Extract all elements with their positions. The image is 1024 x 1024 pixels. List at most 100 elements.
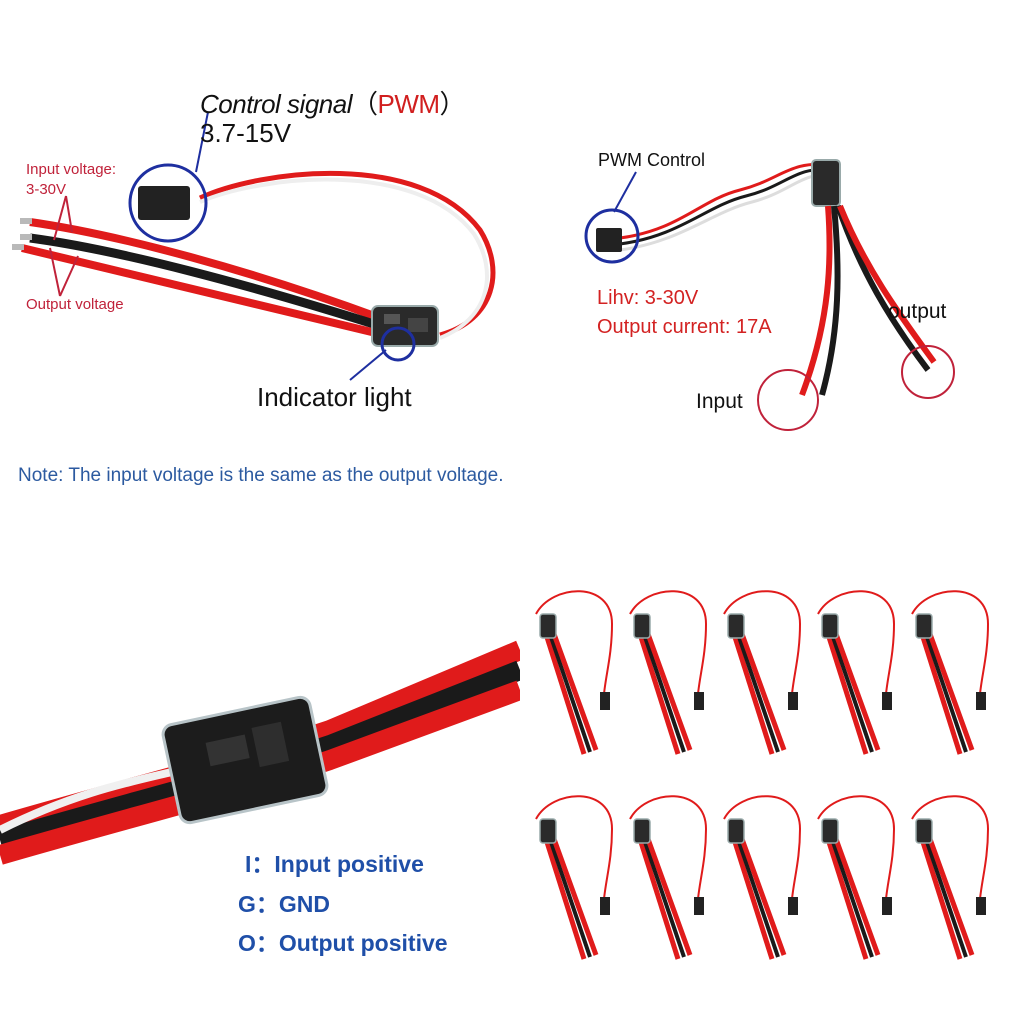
- control-pointer-line: [195, 111, 209, 173]
- unit-connector: [788, 692, 798, 710]
- output-voltage-label: Output voltage: [26, 296, 124, 313]
- unit-black-wire: [736, 838, 780, 958]
- unit-black-wire: [736, 633, 780, 753]
- output-pointer-line: [49, 247, 61, 297]
- closeup-white-wire: [0, 766, 181, 834]
- unit-red-wire: [919, 838, 963, 960]
- input-positive-wire: [29, 218, 382, 322]
- unit-module-board: [539, 613, 557, 639]
- unit-signal-wire: [535, 590, 614, 695]
- lihv-label: Lihv: 3-30V: [597, 287, 699, 309]
- spec-diagram-panel: PWM Control Lihv: 3-30V Output current: …: [540, 0, 1024, 450]
- unit-red-wire: [637, 633, 681, 755]
- control-signal-text: Control signal: [200, 89, 352, 119]
- indicator-light-highlight-circle: [380, 326, 416, 362]
- module-unit: [817, 590, 896, 755]
- product-diagram-panel: Control signal（PWM） 3.7-15V Input voltag…: [0, 0, 540, 450]
- unit-red-wire: [645, 633, 693, 751]
- gnd-wire: [819, 205, 841, 396]
- module-unit: [629, 590, 708, 755]
- input-voltage-text: Input voltage:: [26, 161, 117, 178]
- unit-red-wire: [825, 633, 869, 755]
- input-voltage-range: 3-30V: [26, 181, 67, 198]
- unit-red-wire: [833, 838, 881, 956]
- unit-signal-wire: [817, 795, 896, 900]
- close-paren: ）: [439, 89, 466, 119]
- unit-red-wire: [543, 838, 587, 960]
- closeup-chip: [251, 721, 290, 768]
- module-unit: [629, 795, 708, 960]
- unit-signal-wire: [629, 795, 708, 900]
- output-label: output: [888, 300, 947, 323]
- unit-signal-wire: [911, 590, 990, 695]
- unit-connector: [600, 692, 610, 710]
- module-closeup-illustration: [0, 640, 520, 865]
- unit-black-wire: [924, 633, 968, 753]
- unit-connector: [976, 897, 986, 915]
- unit-module-board: [633, 818, 651, 844]
- unit-module-board: [633, 613, 651, 639]
- closeup-chip: [205, 734, 250, 767]
- signal-wire-black: [619, 167, 831, 246]
- module-unit: [817, 795, 896, 960]
- unit-module-board: [727, 613, 745, 639]
- unit-connector: [976, 692, 986, 710]
- unit-red-wire: [551, 633, 599, 751]
- pwm-connector: [138, 186, 190, 220]
- unit-red-wire: [927, 838, 975, 956]
- unit-connector: [600, 897, 610, 915]
- unit-black-wire: [830, 838, 874, 958]
- unit-signal-wire: [911, 795, 990, 900]
- output-positive-wire: [21, 244, 381, 338]
- module-unit: [535, 795, 614, 960]
- unit-signal-wire: [817, 590, 896, 695]
- unit-module-board: [915, 613, 933, 639]
- unit-connector: [694, 692, 704, 710]
- unit-module-board: [821, 613, 839, 639]
- indicator-light-label: Indicator light: [257, 382, 412, 412]
- wire-tip: [20, 234, 32, 240]
- output-pointer-line: [59, 255, 79, 297]
- indicator-pointer-line: [349, 349, 387, 381]
- pin-input-positive: I：Input positive: [245, 851, 424, 877]
- unit-red-wire: [637, 838, 681, 960]
- unit-red-wire: [825, 838, 869, 960]
- control-signal-label: Control signal（PWM）: [200, 84, 466, 121]
- unit-connector: [788, 897, 798, 915]
- input-highlight-circle: [757, 369, 819, 431]
- unit-red-wire: [739, 633, 787, 751]
- pwm-highlight-circle: [584, 208, 640, 264]
- mosfet-module-board: [811, 159, 841, 207]
- multi-pack-panel: [520, 570, 1024, 1024]
- unit-connector: [694, 897, 704, 915]
- input-positive-wire: [799, 205, 833, 397]
- open-paren: （: [351, 89, 378, 119]
- wire-tip: [12, 244, 24, 250]
- signal-wire-red: [619, 162, 831, 240]
- pin-output-positive: O：Output positive: [238, 930, 448, 956]
- control-voltage-label: 3.7-15V: [200, 118, 292, 148]
- unit-signal-wire: [629, 590, 708, 695]
- input-pointer-line: [53, 195, 67, 241]
- unit-signal-wire: [723, 590, 802, 695]
- wire-tip: [20, 218, 32, 224]
- closeup-module-board: [161, 695, 329, 825]
- input-voltage-label: Input voltage: 3-30V: [26, 160, 116, 200]
- closeup-panel: I：Input positive G：GND O：Output positive: [0, 540, 520, 1024]
- pin-gnd: G：GND: [238, 891, 330, 917]
- unit-black-wire: [548, 838, 592, 958]
- multi-pack-illustration: [535, 590, 990, 960]
- pwm-pointer-line: [613, 171, 637, 213]
- module-unit: [535, 590, 614, 755]
- unit-black-wire: [642, 633, 686, 753]
- unit-black-wire: [924, 838, 968, 958]
- signal-wire-white: [199, 177, 489, 340]
- module-chip: [384, 314, 400, 324]
- unit-red-wire: [927, 633, 975, 751]
- module-unit: [723, 590, 802, 755]
- pwm-label: PWM: [377, 89, 441, 119]
- input-label: Input: [696, 390, 743, 413]
- unit-red-wire: [543, 633, 587, 755]
- unit-red-wire: [833, 633, 881, 751]
- module-unit: [723, 795, 802, 960]
